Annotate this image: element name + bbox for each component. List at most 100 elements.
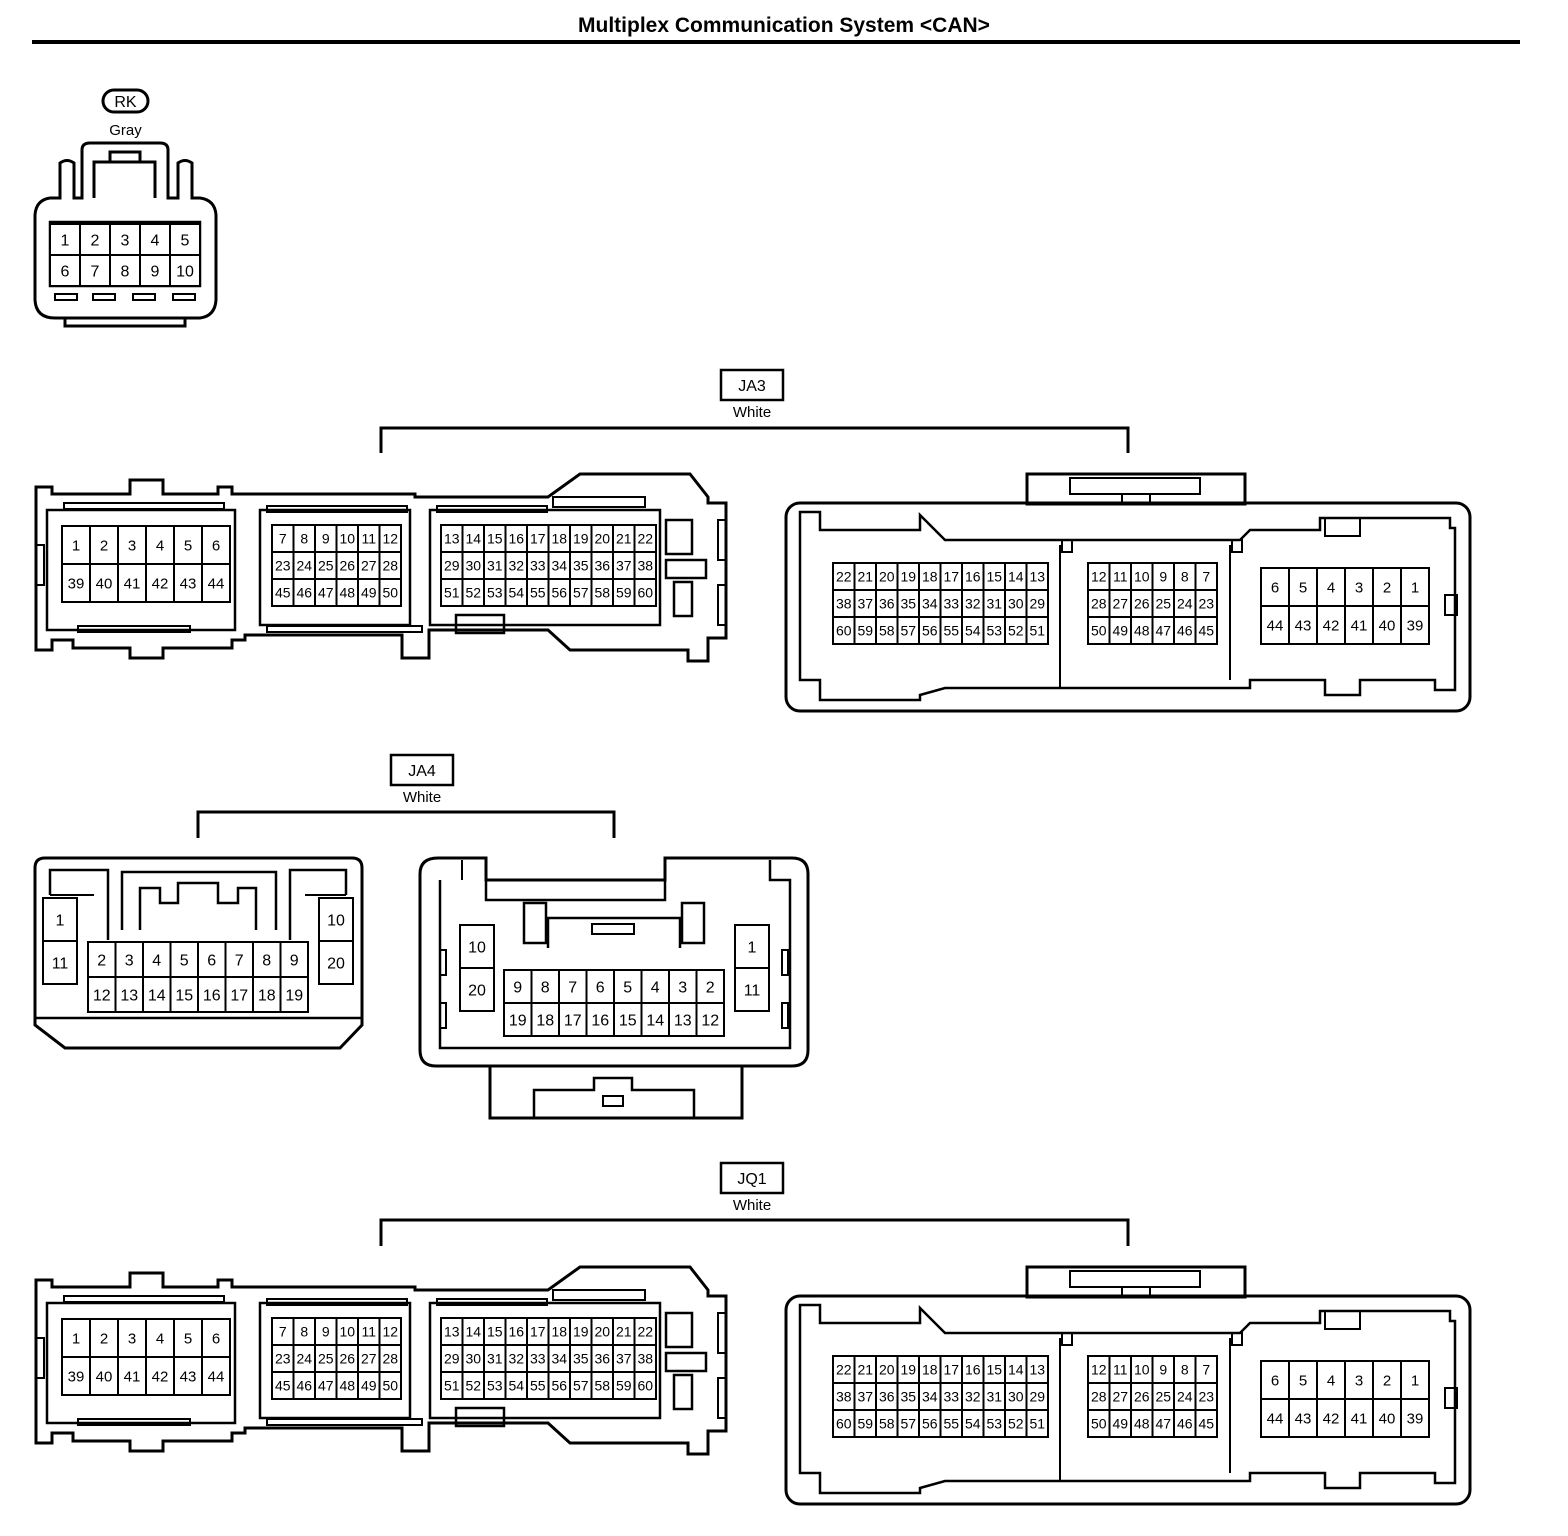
pin-number: 42	[152, 1368, 169, 1385]
pin-number: 49	[1112, 1416, 1128, 1432]
pin-number: 43	[180, 575, 197, 592]
pin-cell	[459, 924, 495, 969]
pin-number: 43	[1295, 1410, 1312, 1427]
pin-number: 5	[184, 537, 192, 554]
pin-number: 32	[965, 1389, 981, 1405]
pin-number: 15	[487, 531, 503, 547]
pin-number: 31	[986, 1389, 1002, 1405]
pin-cell	[459, 967, 495, 1012]
pin-number: 53	[986, 623, 1002, 639]
pin-number: 48	[339, 1378, 355, 1394]
pin-cell	[173, 1356, 203, 1396]
pin-number: 5	[623, 979, 632, 996]
pin-number: 49	[361, 1378, 377, 1394]
pin-cell	[89, 1318, 119, 1358]
pin-number: 6	[596, 979, 605, 996]
pin-number: 6	[1271, 1372, 1279, 1389]
pin-number: 2	[1383, 579, 1391, 596]
pin-number: 12	[382, 1324, 398, 1340]
pin-number: 51	[444, 585, 460, 601]
pin-number: 31	[487, 1351, 503, 1367]
pin-number: 53	[487, 585, 503, 601]
pin-number: 42	[1323, 1410, 1340, 1427]
pin-number: 10	[1134, 569, 1150, 585]
pin-number: 48	[1134, 1416, 1150, 1432]
pin-number: 23	[275, 558, 291, 574]
pin-number: 50	[1091, 623, 1107, 639]
pin-number: 47	[318, 1378, 334, 1394]
pin-number: 47	[318, 585, 334, 601]
pin-number: 24	[296, 1351, 312, 1367]
pin-number: 5	[181, 232, 190, 249]
pin-number: 34	[551, 1351, 567, 1367]
pin-number: 38	[836, 596, 852, 612]
pin-cell	[201, 1356, 231, 1396]
pin-number: 9	[151, 263, 160, 280]
pin-number: 6	[212, 537, 220, 554]
pin-cell	[197, 976, 227, 1013]
pin-number: 32	[508, 558, 524, 574]
pin-cell	[734, 967, 770, 1012]
pin-number: 33	[943, 1389, 959, 1405]
pin-number: 43	[180, 1368, 197, 1385]
pin-number: 48	[339, 585, 355, 601]
connector-ja3-label: JA3 White	[379, 368, 1130, 453]
pin-number: 8	[300, 531, 308, 547]
page-title: Multiplex Communication System <CAN>	[578, 14, 990, 37]
pin-number: 37	[616, 558, 632, 574]
pin-number: 33	[943, 596, 959, 612]
pin-number: 15	[986, 569, 1002, 585]
pin-number: 7	[568, 979, 577, 996]
pin-cell	[279, 976, 309, 1013]
pin-number: 22	[637, 1324, 653, 1340]
pin-number: 45	[1198, 623, 1214, 639]
pin-number: 20	[879, 1362, 895, 1378]
pin-number: 11	[1113, 1362, 1128, 1378]
pin-number: 30	[465, 1351, 481, 1367]
pin-cell	[318, 897, 354, 942]
connector-ja3-male	[34, 472, 728, 663]
pin-number: 35	[900, 596, 916, 612]
pin-number: 19	[900, 1362, 916, 1378]
pin-number: 4	[651, 979, 660, 996]
pin-number: 50	[382, 1378, 398, 1394]
connector-jq1-color: White	[733, 1197, 771, 1214]
pin-number: 35	[573, 558, 589, 574]
pin-cell	[117, 563, 147, 603]
pin-number: 12	[93, 987, 111, 1004]
pin-number: 29	[444, 558, 460, 574]
pin-number: 6	[212, 1330, 220, 1347]
pin-number: 1	[1411, 1372, 1419, 1389]
pin-number: 12	[1091, 1362, 1107, 1378]
pin-number: 35	[900, 1389, 916, 1405]
pin-number: 40	[96, 1368, 113, 1385]
pin-number: 57	[573, 585, 589, 601]
pin-number: 30	[1008, 596, 1024, 612]
pin-number: 30	[465, 558, 481, 574]
pin-number: 54	[508, 585, 524, 601]
connector-ja3-female	[784, 472, 1472, 713]
pin-number: 3	[1355, 579, 1363, 596]
pin-number: 39	[68, 1368, 85, 1385]
pin-number: 41	[1351, 617, 1368, 634]
pin-number: 33	[530, 1351, 546, 1367]
pin-cell	[640, 1002, 670, 1037]
pin-number: 9	[513, 979, 522, 996]
pin-cell	[558, 1002, 588, 1037]
pin-number: 17	[564, 1012, 582, 1029]
pin-number: 55	[530, 1378, 546, 1394]
pin-cell	[1400, 605, 1430, 645]
pin-cell	[201, 563, 231, 603]
connector-ja4-female	[418, 856, 810, 1120]
pin-cell	[1260, 1398, 1290, 1438]
pin-number: 10	[327, 912, 345, 929]
pin-number: 13	[444, 1324, 460, 1340]
pin-number: 34	[922, 596, 938, 612]
pin-cell	[1260, 605, 1290, 645]
pin-number: 14	[646, 1012, 664, 1029]
pin-number: 14	[465, 1324, 481, 1340]
